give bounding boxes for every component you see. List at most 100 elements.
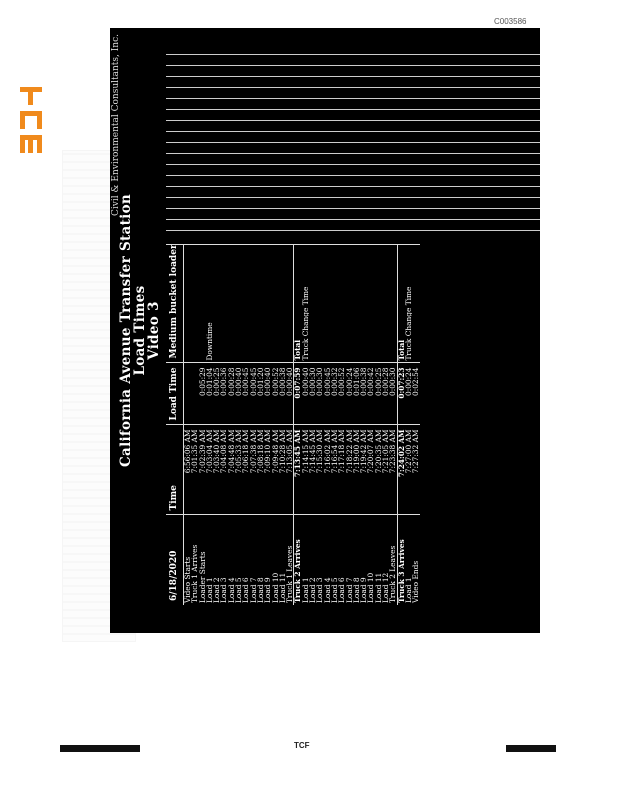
cell-event: Truck 2 Leaves	[389, 515, 398, 605]
cell-event: Truck 1 Leaves	[286, 515, 294, 605]
cell-note	[242, 245, 250, 363]
cell-note	[220, 245, 228, 363]
cell-note	[374, 245, 383, 363]
cell-time: 7:13:45 AM	[293, 425, 302, 515]
cell-event: Load 2	[309, 515, 317, 605]
cell-load: 0:01:04	[205, 363, 214, 425]
cell-load: 0:01:06	[352, 363, 361, 425]
cell-note	[198, 245, 206, 363]
cell-note	[286, 245, 294, 363]
cell-load: 0:00:25	[374, 363, 383, 425]
cell-note: Total	[397, 245, 405, 363]
cell-event: Load 2	[213, 515, 221, 605]
cell-time: 7:01:35 AM	[191, 425, 199, 515]
cell-load	[183, 363, 192, 425]
cell-load: 0:00:32	[330, 363, 339, 425]
cell-time: 7:03:40 AM	[213, 425, 221, 515]
table-row: Load 47:16:02 AM0:00:45	[323, 245, 331, 605]
cell-time: 7:20:07 AM	[367, 425, 375, 515]
cell-load: 0:00:30	[309, 363, 317, 425]
cell-note	[213, 245, 221, 363]
cell-time: 7:05:33 AM	[235, 425, 243, 515]
cell-load: 0:00:24	[404, 363, 413, 425]
cell-note	[278, 245, 287, 363]
cell-note	[330, 245, 339, 363]
footer-page-mark: TCF	[294, 741, 310, 750]
table-row: Load 77:07:38 AM0:00:45	[249, 245, 257, 605]
cell-time: 7:18:22 AM	[345, 425, 353, 515]
column-header-loader: Medium bucket loader	[166, 245, 184, 363]
cell-event: Load 1	[301, 515, 310, 605]
cell-load	[191, 363, 199, 425]
cell-note	[256, 245, 265, 363]
cell-event: Load 5	[330, 515, 339, 605]
footer-redaction-right	[506, 745, 556, 752]
table-row: Load 37:15:30 AM0:00:30	[316, 245, 324, 605]
table-row: Load 57:16:54 AM0:00:32	[330, 245, 339, 605]
cell-event: Load 6	[338, 515, 346, 605]
cell-event: Load 1	[404, 515, 413, 605]
cell-load: 0:02:54	[412, 363, 420, 425]
cell-note	[264, 245, 272, 363]
cell-time: 7:20:35 AM	[374, 425, 383, 515]
cell-load: 0:05:29	[198, 363, 206, 425]
document-id: C003586	[494, 17, 527, 26]
column-header-date: 6/18/2020	[166, 515, 184, 605]
cell-load: 0:00:40	[286, 363, 294, 425]
scan-artifact-lines	[166, 51, 540, 241]
cell-note	[191, 245, 199, 363]
cell-time: 7:15:30 AM	[316, 425, 324, 515]
cell-note	[367, 245, 375, 363]
cell-time: 7:09:48 AM	[271, 425, 279, 515]
cell-note	[316, 245, 324, 363]
cell-load: 0:00:52	[271, 363, 279, 425]
cell-note: Downtime	[205, 245, 214, 363]
table-row: Load 37:04:08 AM0:00:36	[220, 245, 228, 605]
cell-load: 0:00:28	[227, 363, 236, 425]
table-row: Load 87:19:00 AM0:01:06	[352, 245, 361, 605]
cell-time: 7:03:04 AM	[205, 425, 214, 515]
cell-event: Loader Starts	[198, 515, 206, 605]
cell-load: 0:00:45	[323, 363, 331, 425]
cell-time: 7:08:18 AM	[256, 425, 265, 515]
cell-load: 0:00:40	[301, 363, 310, 425]
cell-load: 0:00:40	[264, 363, 272, 425]
cell-load: 0:07:23	[397, 363, 405, 425]
cell-event: Load 3	[316, 515, 324, 605]
cell-event: Load 1	[205, 515, 214, 605]
cell-event: Load 3	[220, 515, 228, 605]
cell-event: Load 11	[374, 515, 383, 605]
cell-time: 7:09:10 AM	[264, 425, 272, 515]
cell-note	[227, 245, 236, 363]
spreadsheet-content: Civil & Environmental Consultants, Inc. …	[110, 28, 540, 633]
cell-event: Truck 1 Arrives	[191, 515, 199, 605]
cell-time: 7:16:54 AM	[330, 425, 339, 515]
cell-load: 0:00:52	[338, 363, 346, 425]
cell-time: 7:19:42 AM	[360, 425, 368, 515]
table-row: Load 87:08:18 AM0:01:20	[256, 245, 265, 605]
cell-load: 0:00:42	[367, 363, 375, 425]
cell-note	[183, 245, 192, 363]
column-header-time: Time	[166, 425, 184, 515]
cell-note: Truck Change Time	[404, 245, 413, 363]
table-row: Load 27:14:45 AM0:00:30	[309, 245, 317, 605]
cell-event: Load 9	[360, 515, 368, 605]
cell-event: Load 11	[278, 515, 287, 605]
cell-note	[249, 245, 257, 363]
cell-time: 7:16:02 AM	[323, 425, 331, 515]
cell-load: 0:00:25	[213, 363, 221, 425]
table-row: Load 57:05:33 AM0:00:40	[235, 245, 243, 605]
cell-note	[412, 245, 420, 363]
table-row: Load 27:03:40 AM0:00:25	[213, 245, 221, 605]
cell-time: 6:56:06 AM	[183, 425, 192, 515]
cell-event: Load 5	[235, 515, 243, 605]
cell-note	[352, 245, 361, 363]
cell-note	[389, 245, 398, 363]
